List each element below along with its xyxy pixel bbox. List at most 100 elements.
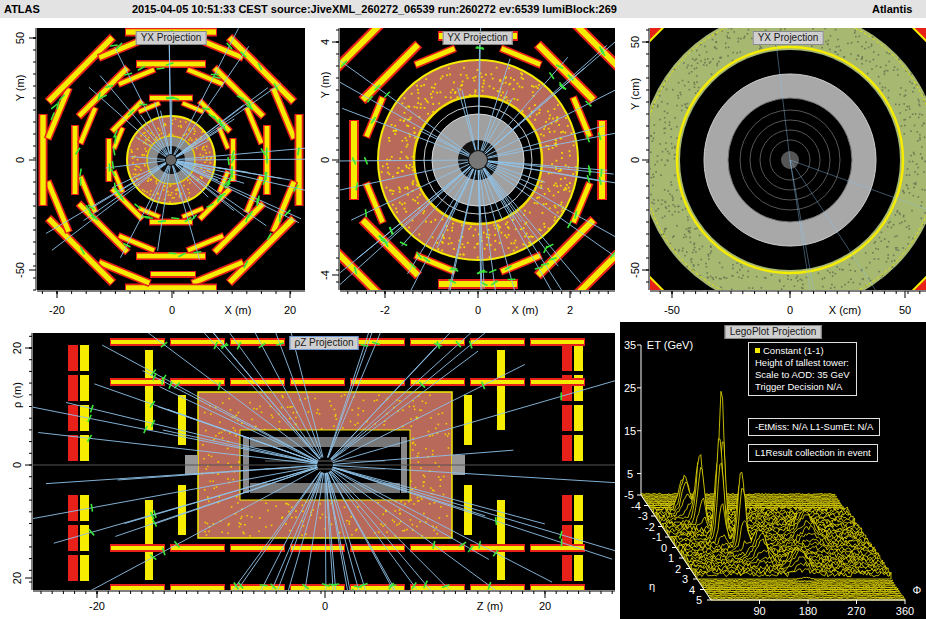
detector-block: [211, 65, 266, 120]
cell-dot: [413, 132, 415, 134]
cell-dot: [685, 236, 687, 238]
cell-dot: [398, 167, 400, 169]
cell-dot: [151, 179, 153, 181]
cell-dot: [443, 237, 445, 239]
cell-dot: [917, 140, 919, 142]
cell-dot: [835, 29, 837, 31]
cell-dot: [895, 249, 897, 251]
cell-dot: [150, 132, 152, 134]
cell-dot: [547, 188, 549, 190]
cell-dot: [744, 290, 746, 291]
cell-dot: [188, 197, 190, 199]
cell-dot: [147, 180, 149, 182]
detector-block: [289, 530, 291, 532]
detector-block: [412, 449, 414, 451]
cell-dot: [175, 189, 177, 191]
header-bar: [0, 0, 926, 18]
cell-dot: [140, 135, 142, 137]
muon-chamber: [226, 215, 297, 286]
track-line: [478, 28, 482, 150]
cell-dot: [688, 227, 690, 229]
cell-dot: [906, 185, 908, 187]
cell-dot: [712, 277, 714, 279]
muon-hit: [476, 47, 484, 49]
muon-hit: [224, 180, 230, 186]
cell-dot: [699, 54, 701, 56]
detector-block: [171, 586, 224, 590]
cell-dot: [703, 64, 705, 66]
cell-dot: [765, 277, 767, 279]
track-line: [130, 157, 165, 160]
cell-dot: [893, 255, 895, 257]
cell-dot: [662, 199, 664, 201]
cell-dot: [903, 215, 905, 217]
cell-dot: [659, 119, 661, 121]
cell-dot: [828, 40, 830, 42]
cell-dot: [548, 173, 550, 175]
cell-dot: [831, 284, 833, 286]
cell-dot: [878, 76, 880, 78]
detector-block: [289, 406, 291, 408]
cell-dot: [207, 170, 209, 172]
cell-dot: [425, 221, 427, 223]
cell-dot: [448, 67, 450, 69]
muon-hit: [367, 96, 372, 102]
muon-hit: [227, 43, 232, 49]
cell-dot: [683, 237, 685, 239]
cell-dot: [696, 75, 698, 77]
cell-dot: [695, 92, 697, 94]
cell-dot: [699, 248, 701, 250]
cell-dot: [738, 38, 740, 40]
detector-block: [289, 418, 291, 420]
cell-dot: [494, 234, 496, 236]
cell-dot: [684, 255, 686, 257]
cell-dot: [693, 265, 695, 267]
cell-dot: [903, 103, 905, 105]
cell-dot: [690, 227, 692, 229]
cell-dot: [696, 228, 698, 230]
cell-dot: [508, 234, 510, 236]
cell-dot: [562, 131, 564, 133]
cell-dot: [575, 171, 577, 173]
cell-dot: [905, 94, 907, 96]
cell-dot: [395, 130, 397, 132]
cell-dot: [556, 117, 558, 119]
detector-block: [470, 338, 525, 346]
cell-dot: [145, 150, 147, 152]
detector-block: [423, 481, 425, 483]
cell-dot: [561, 201, 563, 203]
cell-dot: [909, 174, 911, 176]
cell-dot: [475, 89, 477, 91]
cell-dot: [534, 202, 536, 204]
cell-dot: [710, 276, 712, 278]
detector-block: [207, 523, 209, 525]
cell-dot: [694, 86, 696, 88]
muon-hit: [352, 157, 356, 164]
cell-dot: [912, 113, 914, 115]
cell-dot: [827, 43, 829, 45]
detector-block: [219, 422, 221, 424]
cell-dot: [560, 178, 562, 180]
cell-dot: [674, 211, 676, 213]
detector-block: [218, 461, 220, 463]
cell-dot: [664, 122, 666, 124]
cell-dot: [672, 236, 674, 238]
track-line: [486, 28, 615, 153]
corner-module: [913, 28, 926, 41]
detector-block: [574, 405, 583, 431]
cell-dot: [422, 212, 424, 214]
cell-dot: [529, 212, 531, 214]
cell-dot: [678, 82, 680, 84]
cell-dot: [453, 248, 455, 250]
cell-dot: [505, 76, 507, 78]
cell-dot: [924, 189, 926, 191]
muon-hit: [171, 217, 179, 220]
cell-dot: [193, 128, 195, 130]
detector-block: [350, 516, 352, 518]
track-line: [176, 163, 266, 225]
cell-dot: [539, 109, 541, 111]
detector-block: [110, 544, 165, 552]
cell-dot: [924, 137, 926, 139]
detector-block: [279, 421, 281, 423]
cell-dot: [424, 98, 426, 100]
